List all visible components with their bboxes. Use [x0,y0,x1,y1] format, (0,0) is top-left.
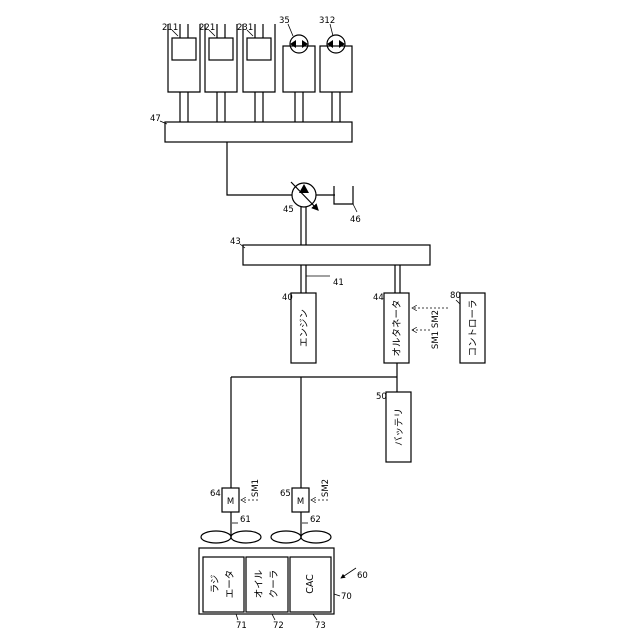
radiator-label-line1: ラジ [210,575,221,594]
label-47: 47 [150,114,161,124]
label-73: 73 [315,621,326,631]
label-312: 312 [319,16,335,26]
pto-43 [243,245,430,265]
label-70: 70 [341,592,352,602]
signal-sm2-alternator: SM2 [431,310,441,328]
engine-label: エンジン [299,309,310,347]
label-43: 43 [230,237,241,247]
label-61: 61 [240,515,251,525]
label-62: 62 [310,515,321,525]
signal-sm1-fan: SM1 [251,479,261,497]
label-65: 65 [280,489,291,499]
control-valve-47 [165,122,352,142]
hydraulic-motor-35 [283,35,315,122]
signal-sm2-fan: SM2 [321,479,331,497]
alternator-label: オルタネータ [392,299,403,356]
label-231: 231 [237,23,253,33]
label-46: 46 [350,215,361,225]
motor-m-64-label: M [227,497,234,507]
label-41: 41 [333,278,344,288]
oil-cooler-72 [246,557,288,612]
hydraulic-cylinder-231 [243,24,275,122]
battery-label: バッテリ [394,408,405,446]
label-64: 64 [210,489,221,499]
hydraulic-motor-312 [320,35,352,122]
label-50: 50 [376,392,387,402]
label-80: 80 [450,291,461,301]
label-211: 211 [162,23,178,33]
label-44: 44 [373,293,384,303]
tank-46 [316,186,357,212]
cac-label: CAC [305,574,316,594]
label-40: 40 [282,293,293,303]
oil-cooler-label-line2: クーラ [269,570,280,599]
oil-cooler-label-line1: オイル [254,569,265,598]
radiator-label-line2: エータ [225,570,236,599]
hydraulic-cylinder-221 [205,24,237,122]
controller-label: コントローラ [468,299,479,356]
label-72: 72 [273,621,284,631]
signal-sm1-alternator: SM1 [431,331,441,349]
label-71: 71 [236,621,247,631]
label-60: 60 [357,571,368,581]
motor-m-65-label: M [297,497,304,507]
label-45: 45 [283,205,294,215]
label-221: 221 [199,23,215,33]
hydraulic-pump-45 [291,182,318,210]
hydraulic-cylinder-211 [168,24,200,122]
